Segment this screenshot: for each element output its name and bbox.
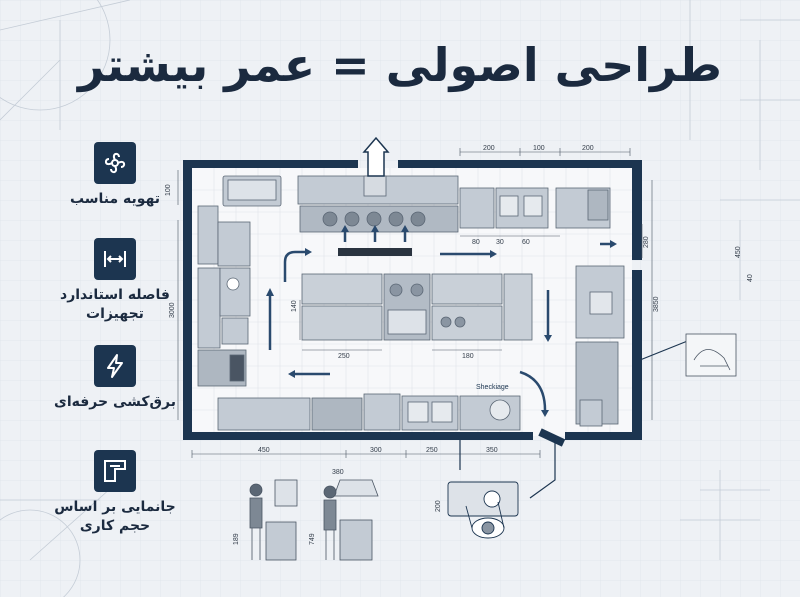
dim-label: 80 bbox=[472, 239, 480, 246]
dim-label: 450 bbox=[735, 246, 742, 258]
dim-label: 100 bbox=[533, 145, 545, 152]
feature-electrical: برق‌کشی حرفه‌ای bbox=[40, 345, 190, 412]
feature-label: تهویه مناسب bbox=[69, 191, 161, 207]
callout-lines bbox=[459, 339, 691, 499]
worker-elevation-figures bbox=[249, 479, 379, 561]
dim-label: 3000 bbox=[169, 302, 176, 318]
dim-label: 189 bbox=[233, 533, 240, 545]
ventilation-icon bbox=[94, 142, 136, 184]
dim-label: 380 bbox=[332, 469, 344, 476]
left-equipment bbox=[197, 205, 251, 387]
bottom-equipment bbox=[217, 393, 521, 431]
detail-callout bbox=[685, 333, 737, 377]
dim-label: 180 bbox=[462, 353, 474, 360]
dimension-lines bbox=[177, 148, 653, 458]
dim-label: 100 bbox=[165, 184, 172, 196]
dim-label: 200 bbox=[582, 145, 594, 152]
feature-layout: جانمایی بر اساس حجم کاری bbox=[40, 450, 190, 536]
dim-label: 280 bbox=[643, 236, 650, 248]
dim-label: 200 bbox=[483, 145, 495, 152]
dim-label: 350 bbox=[486, 447, 498, 454]
dim-label: 200 bbox=[435, 500, 442, 512]
dim-label: 300 bbox=[370, 447, 382, 454]
vent-grille bbox=[338, 248, 412, 256]
flow-arrows bbox=[268, 232, 610, 411]
central-island bbox=[301, 273, 533, 341]
dim-label: 749 bbox=[309, 533, 316, 545]
dim-label: 250 bbox=[426, 447, 438, 454]
feature-label: فاصله استاندارد تجهیزات bbox=[60, 287, 170, 322]
dim-label: 60 bbox=[522, 239, 530, 246]
sink-label: Sheckiage bbox=[476, 384, 509, 391]
dim-label: 3850 bbox=[653, 296, 660, 312]
walls bbox=[183, 160, 642, 447]
dim-label: 40 bbox=[747, 274, 754, 282]
page-title: طراحی اصولی = عمر بیشتر bbox=[78, 38, 723, 92]
worker-top-view bbox=[447, 481, 519, 539]
spacing-icon bbox=[94, 238, 136, 280]
feature-label: جانمایی بر اساس حجم کاری bbox=[54, 499, 176, 534]
dim-label: 30 bbox=[496, 239, 504, 246]
right-equipment bbox=[575, 265, 625, 427]
feature-label: برق‌کشی حرفه‌ای bbox=[54, 394, 176, 410]
top-equipment bbox=[222, 175, 611, 233]
dim-label: 140 bbox=[291, 300, 298, 312]
dim-label: 250 bbox=[338, 353, 350, 360]
feature-spacing: فاصله استاندارد تجهیزات bbox=[40, 238, 190, 324]
exhaust-vent bbox=[362, 136, 390, 177]
lightning-icon bbox=[94, 345, 136, 387]
dim-label: 450 bbox=[258, 447, 270, 454]
layout-icon bbox=[94, 450, 136, 492]
feature-ventilation: تهویه مناسب bbox=[40, 142, 190, 209]
